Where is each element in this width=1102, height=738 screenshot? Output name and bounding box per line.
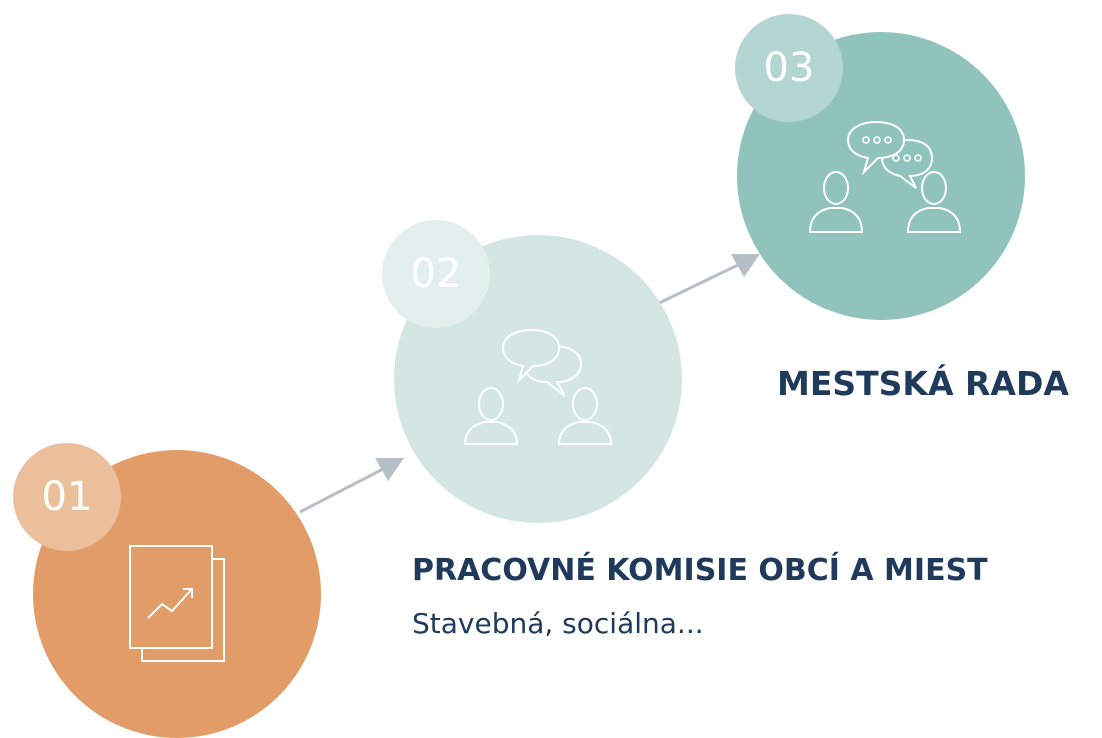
arrow-02-to-03 — [654, 254, 760, 307]
step-02-badge: 02 — [382, 220, 490, 328]
document-chart-icon — [128, 543, 228, 665]
people-discussion-icon — [806, 116, 966, 238]
step-02-number: 02 — [410, 251, 462, 297]
step-01-badge: 01 — [13, 443, 121, 551]
people-conversation-icon — [463, 326, 613, 446]
step-02-title: PRACOVNÉ KOMISIE OBCÍ A MIEST — [412, 553, 988, 588]
step-03-number: 03 — [763, 45, 815, 91]
step-02-subtitle: Stavebná, sociálna... — [412, 607, 704, 640]
step-03-badge: 03 — [735, 14, 843, 122]
step-03-title: MESTSKÁ RADA — [777, 364, 1069, 403]
arrow-01-to-02 — [299, 458, 404, 514]
step-01-number: 01 — [41, 474, 93, 520]
